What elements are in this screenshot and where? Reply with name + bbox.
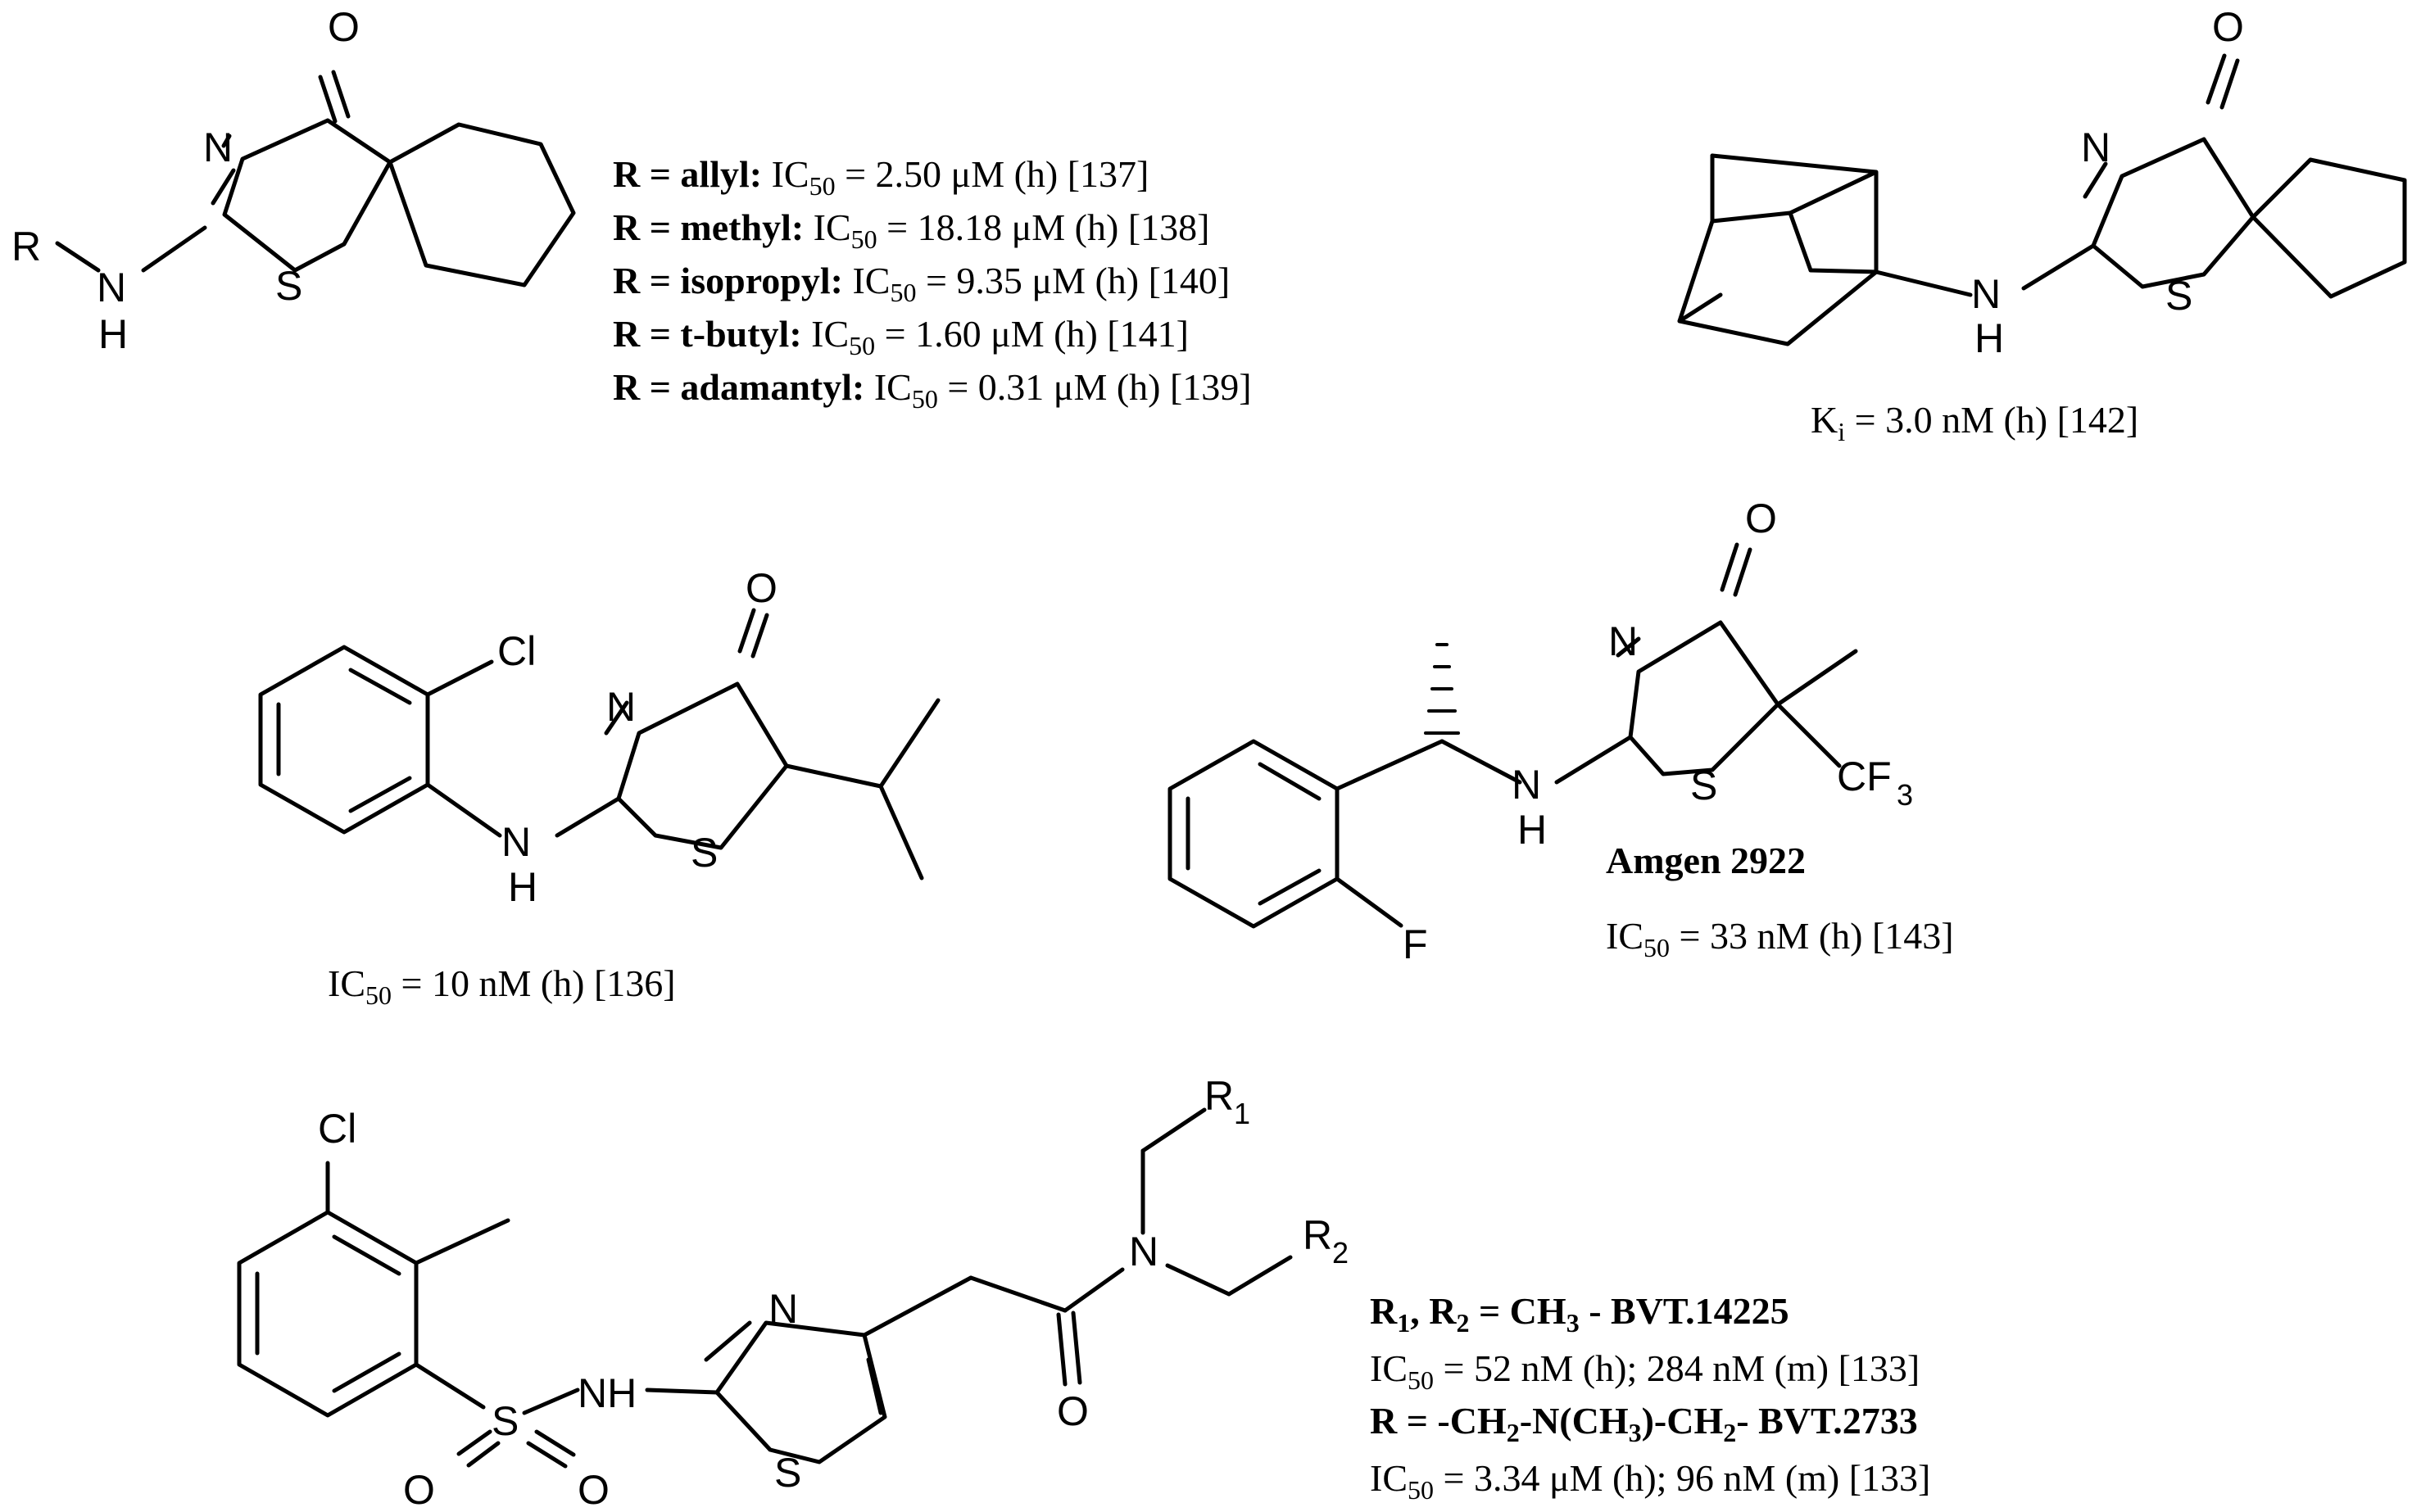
- chlorine-atom: Cl: [318, 1106, 356, 1152]
- oxygen-atom: O: [2212, 4, 2244, 50]
- oxygen-atom: O: [746, 565, 778, 611]
- nitrogen-atom: N: [2081, 124, 2110, 170]
- hydrogen-atom: H: [98, 311, 128, 357]
- fluorine-atom: F: [1403, 921, 1428, 967]
- r-group-label: R = methyl:: [613, 206, 805, 248]
- oxygen-atom: O: [328, 4, 360, 50]
- bvt14225-activity: IC50 = 52 nM (h); 284 nM (m) [133]: [1370, 1347, 1920, 1395]
- r-group-label: R = t-butyl:: [613, 313, 802, 355]
- nitrogen-atom: N: [768, 1286, 798, 1332]
- r1-subscript: 1: [1234, 1097, 1250, 1130]
- compound2-activity: Ki = 3.0 nM (h) [142]: [1811, 399, 2139, 446]
- bvt2733-activity: IC50 = 3.34 μM (h); 96 nM (m) [133]: [1370, 1457, 1931, 1505]
- compound4-structure: O N S N H F CF 3: [1167, 496, 1913, 967]
- hydrogen-atom: H: [508, 864, 537, 910]
- compound3-structure: O N S Cl N H: [258, 565, 941, 910]
- r2-subscript: 2: [1332, 1236, 1349, 1270]
- r-group-atom: R: [11, 224, 41, 269]
- nitrogen-atom: N: [1129, 1229, 1158, 1274]
- activity-row: R = methyl: IC50 = 18.18 μM (h) [138]: [613, 206, 1210, 254]
- hydrogen-atom: H: [1517, 807, 1547, 853]
- r2-group: R: [1303, 1212, 1332, 1258]
- r-group-label: R = allyl:: [613, 153, 763, 195]
- r1-group: R: [1204, 1073, 1234, 1119]
- activity-row: R = isopropyl: IC50 = 9.35 μM (h) [140]: [613, 260, 1231, 307]
- sulfur-atom: S: [1690, 763, 1717, 808]
- activity-row: R = t-butyl: IC50 = 1.60 μM (h) [141]: [613, 313, 1189, 360]
- bvt2733-label: R = -CH2-N(CH3)-CH2- BVT.2733: [1370, 1400, 1918, 1447]
- sulfur-atom: S: [774, 1450, 801, 1496]
- chlorine-atom: Cl: [497, 628, 536, 674]
- oxygen-atom: O: [1057, 1388, 1089, 1434]
- nitrogen-atom: N: [97, 265, 126, 310]
- compound2-structure: O N S N H: [1677, 4, 2407, 361]
- activity-row: R = adamantyl: IC50 = 0.31 μM (h) [139]: [613, 366, 1252, 414]
- oxygen-atom: O: [1745, 496, 1777, 541]
- compound4-activity: IC50 = 33 nM (h) [143]: [1606, 915, 1954, 962]
- compound1-structure: O N S R N H: [11, 4, 576, 357]
- oxygen-atom: O: [578, 1467, 610, 1512]
- sulfur-atom: S: [492, 1398, 519, 1444]
- nitrogen-atom: N: [501, 819, 531, 865]
- oxygen-atom: O: [403, 1467, 435, 1512]
- nh-group: NH: [578, 1370, 637, 1416]
- nitrogen-atom: N: [1971, 271, 2001, 317]
- sulfur-atom: S: [691, 830, 718, 876]
- activity-row: R = allyl: IC50 = 2.50 μM (h) [137]: [613, 153, 1149, 201]
- sulfur-atom: S: [2165, 273, 2192, 319]
- nitrogen-atom: N: [1512, 762, 1541, 808]
- cf3-subscript: 3: [1897, 778, 1913, 812]
- hashed-wedge-bond: [1424, 643, 1460, 735]
- hydrogen-atom: H: [1974, 315, 2004, 361]
- bvt14225-label: R1, R2 = CH3 - BVT.14225: [1370, 1290, 1789, 1338]
- nitrogen-atom: N: [203, 124, 233, 170]
- cf3-group: CF: [1837, 754, 1892, 799]
- compound3-activity: IC50 = 10 nM (h) [136]: [328, 962, 676, 1010]
- nitrogen-atom: N: [1608, 618, 1638, 664]
- r-group-label: R = adamantyl:: [613, 366, 865, 408]
- r-group-label: R = isopropyl:: [613, 260, 843, 301]
- compound4-name: Amgen 2922: [1606, 840, 1807, 881]
- compound5-structure: Cl S O O NH N S O N R 1 R 2: [237, 1073, 1349, 1512]
- nitrogen-atom: N: [606, 684, 636, 730]
- sulfur-atom: S: [275, 263, 302, 309]
